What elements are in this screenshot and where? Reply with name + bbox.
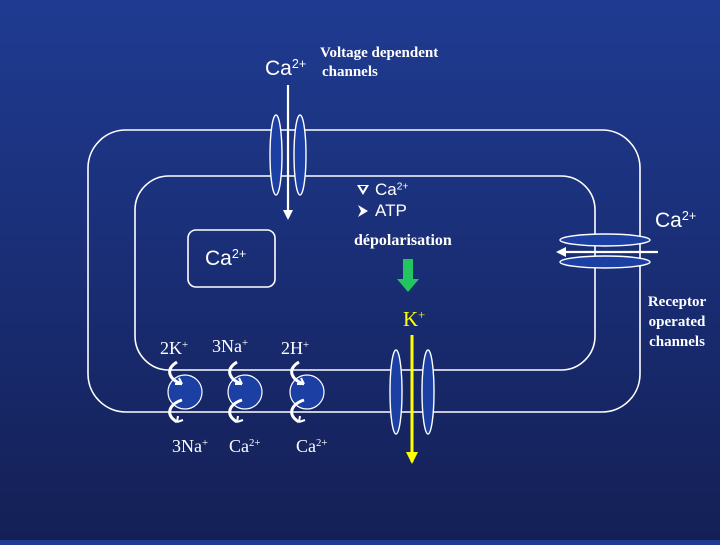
receptor-operated-channel — [559, 233, 651, 269]
down-arrowhead-icon — [357, 184, 369, 195]
pump-3 — [289, 360, 325, 424]
green-down-arrow — [397, 259, 419, 292]
pump-2-in-label: 3Na+ — [212, 336, 249, 356]
receptor-operated-label: Receptor operated channels — [647, 294, 707, 350]
cell-membrane-outer — [87, 129, 641, 413]
bullet-calcium: Ca2+ — [357, 179, 408, 200]
right-calcium-label: Ca2+ — [655, 209, 697, 232]
calcium-store — [187, 229, 276, 288]
potassium-label: K+ — [403, 307, 426, 331]
pump-2 — [227, 360, 263, 424]
right-arrowhead-icon — [358, 204, 368, 217]
voltage-dependent-label: Voltage dependent channels — [320, 45, 439, 80]
depolarisation-label: dépolarisation — [354, 232, 452, 249]
pump-1 — [167, 360, 203, 424]
pump-1-in-label: 2K+ — [160, 338, 189, 358]
pump-3-out-label: Ca2+ — [296, 436, 328, 456]
cell-membrane-inner — [134, 175, 596, 371]
potassium-channel — [389, 349, 435, 435]
pump-1-out-label: 3Na+ — [172, 436, 209, 456]
bullet-atp: ATP — [357, 200, 408, 221]
store-calcium-label: Ca2+ — [205, 247, 247, 270]
top-calcium-label: Ca2+ — [265, 57, 307, 80]
pump-2-out-label: Ca2+ — [229, 436, 261, 456]
voltage-dependent-channel — [269, 114, 307, 196]
effect-list: Ca2+ ATP — [357, 179, 408, 221]
pump-3-in-label: 2H+ — [281, 338, 310, 358]
